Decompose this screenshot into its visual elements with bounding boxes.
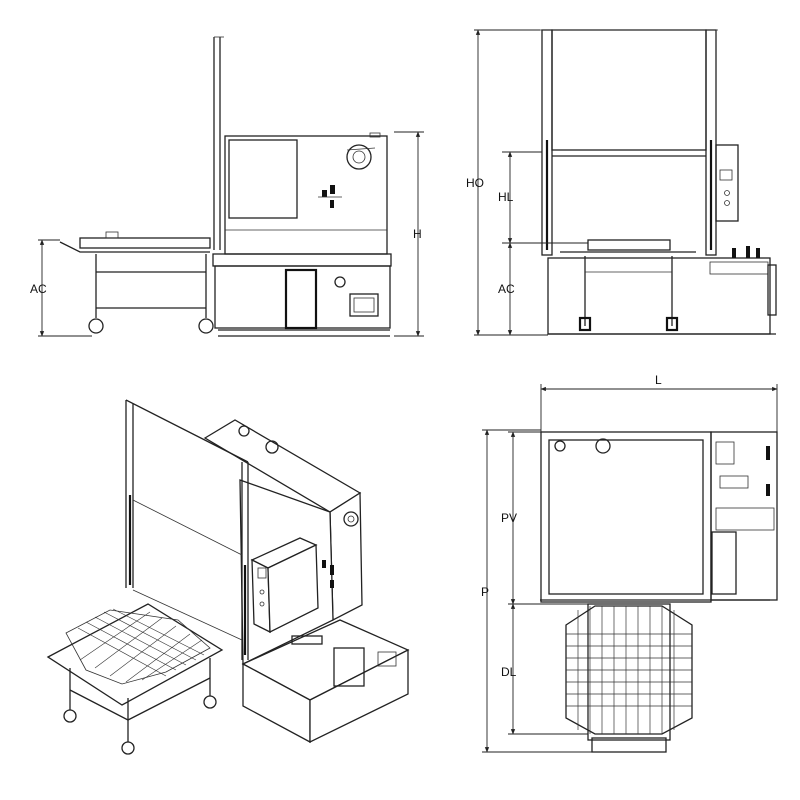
front-view: HO HL AC [466, 29, 777, 336]
dim-label-PV: PV [501, 511, 517, 525]
dim-label-HO: HO [466, 176, 484, 190]
dim-label-P: P [481, 585, 489, 599]
dim-label-H: H [413, 227, 422, 241]
dim-label-DL: DL [501, 665, 517, 679]
dim-label-L: L [655, 373, 662, 387]
dim-label-HL: HL [498, 190, 514, 204]
top-view: L P PV DL [481, 373, 778, 753]
dim-label-AC: AC [30, 282, 47, 296]
side-view: H AC [30, 36, 424, 337]
isometric-view [46, 399, 410, 755]
dim-label-AC-front: AC [498, 282, 515, 296]
